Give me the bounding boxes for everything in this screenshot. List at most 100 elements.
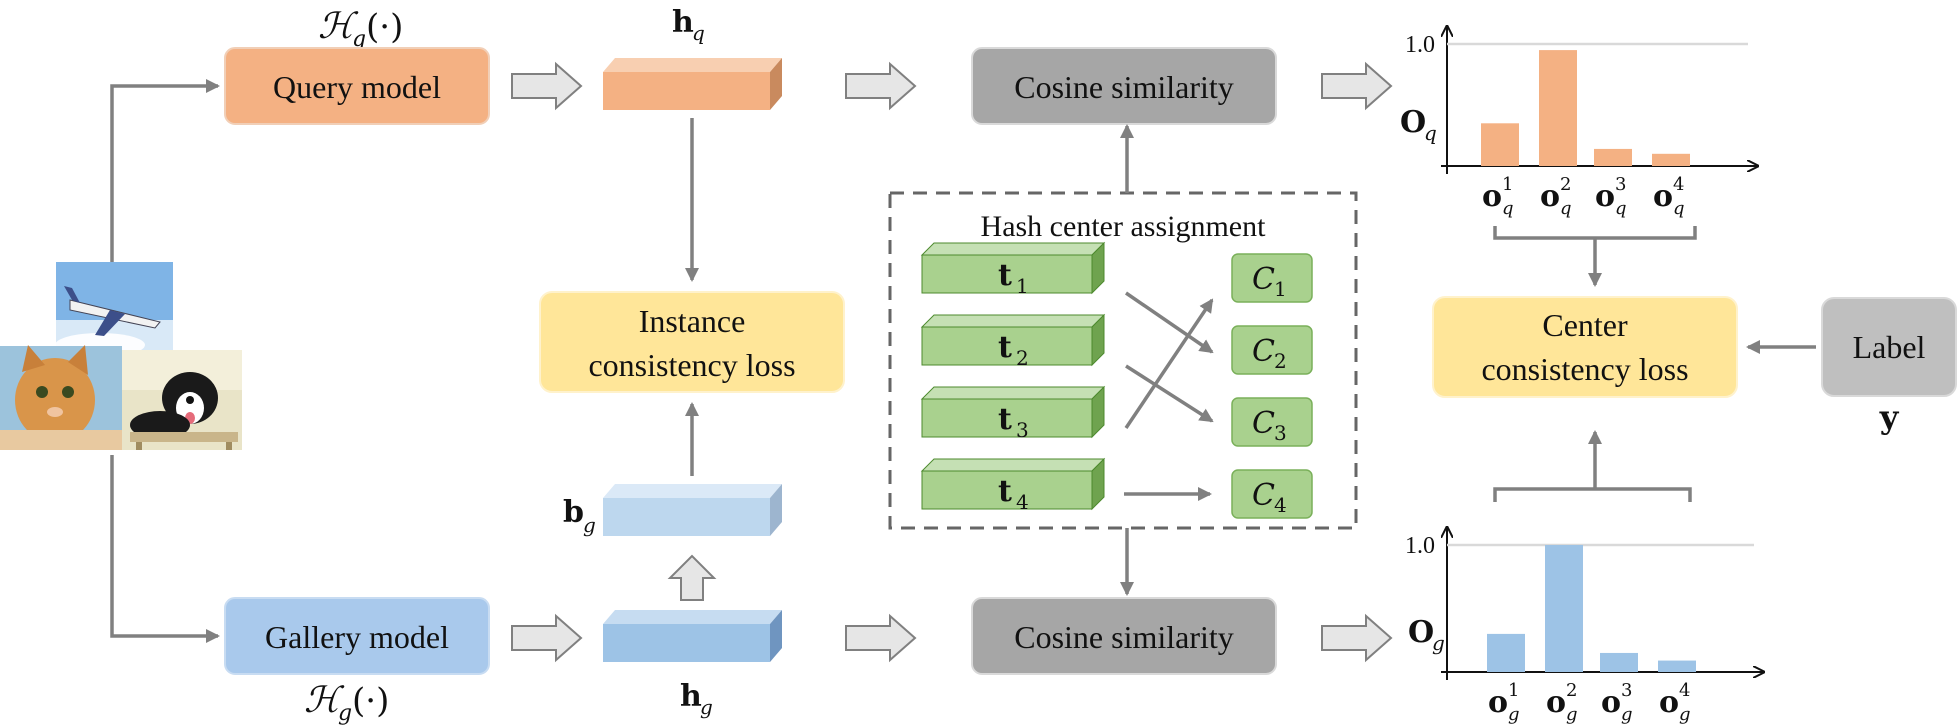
bar-1 <box>1481 123 1519 166</box>
category-label-sub: g <box>1566 704 1578 725</box>
category-label-sub: q <box>1560 198 1572 219</box>
assign-t3-to-c1 <box>1124 298 1214 429</box>
hash-target-symbol: t <box>998 330 1012 365</box>
gallery-binary-block <box>603 484 782 536</box>
hash-target-symbol: t <box>998 258 1012 293</box>
instance-loss-box <box>539 291 845 393</box>
input-images <box>0 262 242 450</box>
query-model-box <box>224 47 490 125</box>
category-label: o <box>1482 179 1502 214</box>
category-label-sup: 2 <box>1566 680 1577 701</box>
hq-main: h <box>672 5 694 40</box>
category-label-sub: q <box>1615 198 1627 219</box>
instance-loss-line1: Instance <box>639 303 746 339</box>
category-label-sup: 4 <box>1679 680 1690 701</box>
category-label: o <box>1653 179 1673 214</box>
bar-2 <box>1539 50 1577 166</box>
category-label-sub: g <box>1508 704 1520 725</box>
hash-assignment-frame <box>888 191 1358 530</box>
label-box-text: Label <box>1853 329 1926 365</box>
gallery-feature-block <box>603 610 782 662</box>
hash-target-symbol: t <box>998 474 1012 509</box>
series-symbol-sub: g <box>1432 631 1445 655</box>
category-label: o <box>1601 685 1621 720</box>
cat-image <box>0 345 122 450</box>
hash-target-index: 2 <box>1016 346 1029 370</box>
category-label-sup: 1 <box>1502 174 1513 195</box>
hg-sub: g <box>700 695 713 719</box>
y-tick-label: 1.0 <box>1405 533 1435 559</box>
category-label-sub: q <box>1673 198 1685 219</box>
hash-target-index: 1 <box>1016 274 1029 298</box>
hash-center-symbol: C <box>1252 478 1275 513</box>
hg-main: h <box>680 679 702 714</box>
hash-center-index: 1 <box>1274 277 1287 301</box>
label-box <box>1821 297 1957 397</box>
hash-assignment-title: Hash center assignment <box>981 210 1267 243</box>
gallery-feature-label: h g <box>680 679 713 719</box>
series-symbol: O <box>1400 105 1426 140</box>
assign-t1-to-c2 <box>1125 291 1214 354</box>
category-label-sup: 1 <box>1508 680 1519 701</box>
category-label-sup: 3 <box>1615 174 1626 195</box>
bar-4 <box>1658 660 1696 672</box>
arrow-to-gallery-model <box>110 455 220 643</box>
hash-center-index: 4 <box>1274 493 1287 517</box>
series-symbol: O <box>1408 615 1434 650</box>
query-fn-sub: q <box>352 27 366 52</box>
gallery-cosine-label: Cosine similarity <box>1014 619 1234 655</box>
bg-main: b <box>563 495 584 530</box>
category-label: o <box>1488 685 1508 720</box>
gallery-model-fn-label: ℋ g (·) <box>304 680 389 726</box>
gallery-binary-label: b g <box>563 495 596 537</box>
instance-loss-line2: consistency loss <box>588 347 795 383</box>
query-chart-brace <box>1493 226 1697 287</box>
input-branch-arrows <box>110 79 220 643</box>
query-feature-label: h q <box>672 5 705 45</box>
query-cosine-label: Cosine similarity <box>1014 69 1234 105</box>
hash-target-index: 4 <box>1016 490 1029 514</box>
assign-t2-to-c3 <box>1125 364 1214 423</box>
series-symbol-sub: q <box>1424 121 1437 145</box>
category-label: o <box>1540 179 1560 214</box>
gallery-fn-args: (·) <box>352 681 389 721</box>
hollow-arrow-query-3 <box>1321 61 1393 111</box>
hash-target-index: 3 <box>1016 418 1029 442</box>
query-model-fn-label: ℋ q (·) <box>318 6 403 52</box>
query-fn-args: (·) <box>366 7 403 47</box>
hq-sub: q <box>692 21 705 45</box>
bar-1 <box>1487 633 1525 672</box>
hollow-arrow-query-2 <box>845 61 917 111</box>
hollow-arrow-gallery-2 <box>845 613 917 663</box>
hollow-arrow-gallery-1 <box>511 613 583 663</box>
bar-3 <box>1600 652 1638 672</box>
hollow-arrow-gallery-3 <box>1321 613 1393 663</box>
bar-2 <box>1545 545 1583 672</box>
gallery-fn-sub: g <box>338 701 352 726</box>
hash-center-symbol: C <box>1252 262 1275 297</box>
hash-center-symbol: C <box>1252 406 1275 441</box>
category-label: o <box>1546 685 1566 720</box>
y-tick-label: 1.0 <box>1405 32 1435 58</box>
query-feature-block <box>603 58 782 110</box>
gallery-chart-brace <box>1493 430 1692 502</box>
label-symbol: y <box>1879 398 1900 436</box>
category-label: o <box>1659 685 1679 720</box>
hollow-arrow-hg-to-bg <box>667 554 717 601</box>
center-loss-line2: consistency loss <box>1481 351 1688 387</box>
category-label-sup: 4 <box>1673 174 1684 195</box>
hash-assignment-arrows <box>1124 291 1214 501</box>
center-loss-line1: Center <box>1542 307 1628 343</box>
dog-image <box>122 350 242 450</box>
